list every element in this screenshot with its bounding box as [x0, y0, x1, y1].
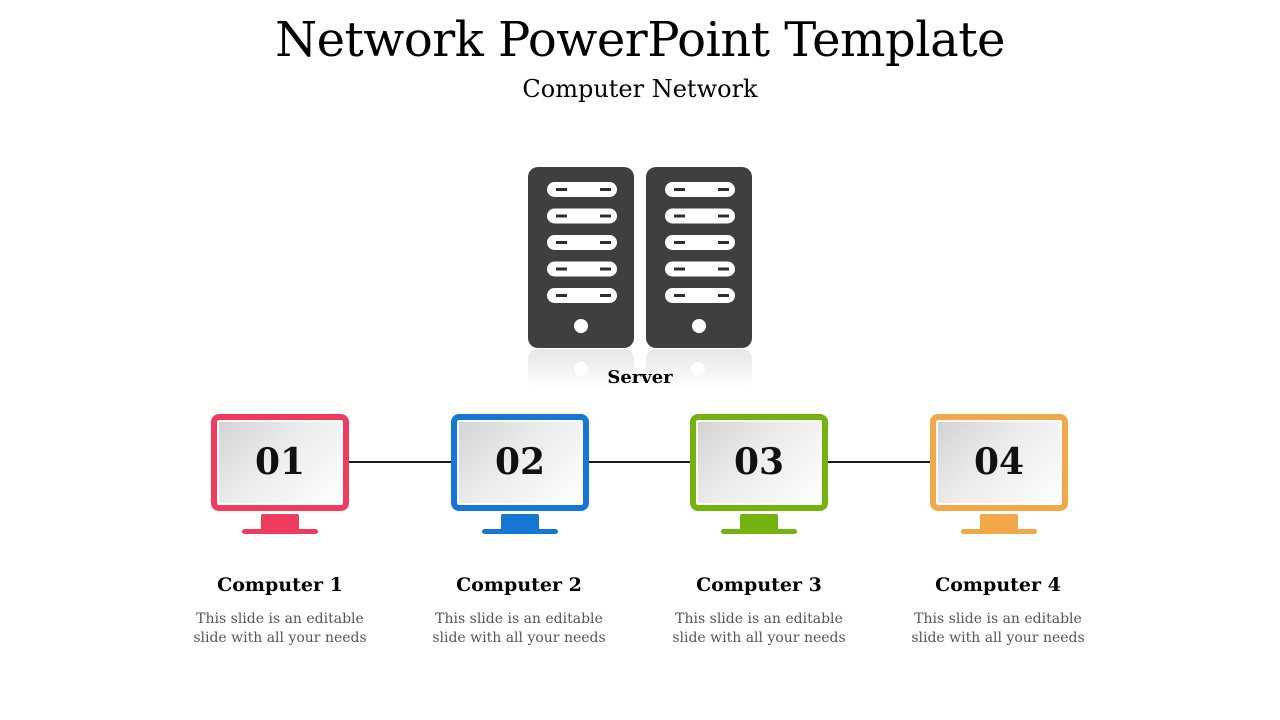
server-drive-slot: [665, 235, 735, 250]
monitor-stand-base: [482, 529, 558, 534]
description-line: slide with all your needs: [672, 630, 846, 646]
description-line: This slide is an editable: [914, 611, 1082, 627]
computer-number: 01: [254, 441, 306, 483]
description-line: This slide is an editable: [196, 611, 364, 627]
computer-number: 03: [733, 441, 785, 483]
server-power-light: [692, 319, 706, 333]
description-line: This slide is an editable: [675, 611, 843, 627]
server-label: Server: [607, 367, 673, 388]
server-icon: [528, 167, 752, 389]
monitor-stand-neck: [980, 514, 1018, 530]
server-drive-slot: [547, 208, 617, 224]
description-line: This slide is an editable: [435, 611, 603, 627]
monitor-stand-neck: [501, 514, 539, 530]
slide-subtitle: Computer Network: [522, 75, 758, 103]
monitor-stand-base: [242, 529, 318, 534]
server-drive-slot: [547, 182, 617, 197]
computer-4-monitor-icon: 04: [930, 414, 1068, 536]
monitor-stand-base: [721, 529, 797, 534]
computer-3-monitor-icon: 03: [690, 414, 828, 536]
server-drive-slot: [547, 235, 617, 250]
monitor-stand-neck: [740, 514, 778, 530]
computer-3-description: This slide is an editable slide with all …: [659, 610, 859, 648]
computer-number: 04: [973, 441, 1025, 483]
monitor-screen: 04: [930, 414, 1068, 511]
server-drive-slot: [665, 288, 735, 303]
computer-4-description: This slide is an editable slide with all …: [898, 610, 1098, 648]
computer-3-title: Computer 3: [696, 574, 822, 596]
monitor-screen: 01: [211, 414, 349, 511]
server-drive-slot: [665, 182, 735, 197]
computer-2-title: Computer 2: [456, 574, 582, 596]
description-line: slide with all your needs: [432, 630, 606, 646]
computer-4-title: Computer 4: [935, 574, 1061, 596]
slide-title: Network PowerPoint Template: [275, 12, 1005, 68]
description-line: slide with all your needs: [193, 630, 367, 646]
description-line: slide with all your needs: [911, 630, 1085, 646]
server-drive-slot: [547, 288, 617, 303]
computer-1-title: Computer 1: [217, 574, 343, 596]
server-power-light: [574, 319, 588, 333]
server-drive-slot: [665, 261, 735, 277]
computer-2-monitor-icon: 02: [451, 414, 589, 536]
server-drive-slot: [665, 208, 735, 224]
computer-1-description: This slide is an editable slide with all …: [180, 610, 380, 648]
monitor-screen: 03: [690, 414, 828, 511]
network-connector-line: [344, 461, 936, 463]
monitor-stand-base: [961, 529, 1037, 534]
computer-1-monitor-icon: 01: [211, 414, 349, 536]
server-drive-slot: [547, 261, 617, 277]
monitor-screen: 02: [451, 414, 589, 511]
computer-2-description: This slide is an editable slide with all …: [419, 610, 619, 648]
computer-number: 02: [494, 441, 546, 483]
monitor-stand-neck: [261, 514, 299, 530]
